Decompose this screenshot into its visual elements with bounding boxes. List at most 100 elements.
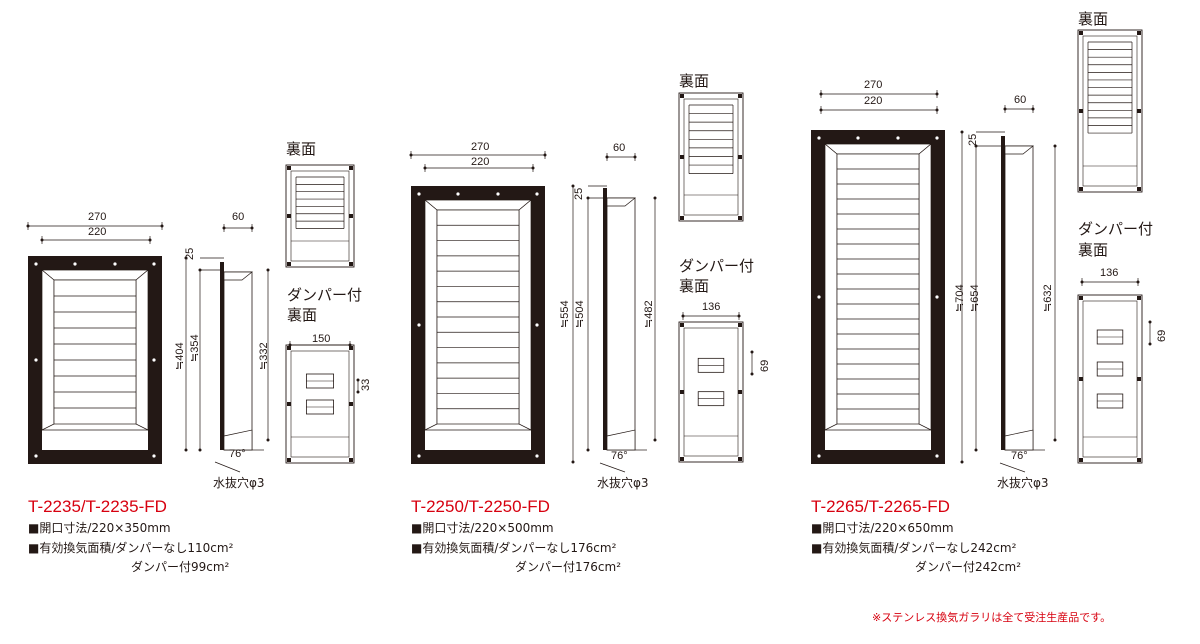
model-name-2: T-2250/T-2250-FD <box>411 497 550 516</box>
back-inner-1 <box>290 170 350 262</box>
screw-hole-2 <box>417 454 421 458</box>
dim-line-depth-1-end <box>222 226 226 230</box>
back-bolt-1 <box>349 346 353 350</box>
dim-line-damper-h-3-end <box>1148 342 1152 346</box>
dim-height-body-3: ≒632 <box>1042 284 1054 312</box>
leader-drain-3 <box>999 462 1026 473</box>
back-bolt-1 <box>287 214 291 218</box>
dim-line-h1-2-end <box>571 460 575 464</box>
back-bolt-2 <box>680 94 684 98</box>
angle-label-2: 76° <box>611 450 628 462</box>
bevel-right-2 <box>518 199 532 431</box>
damper-label-1b: 裏面 <box>287 306 318 324</box>
damper-width-2: 136 <box>702 301 721 313</box>
damper-back-view-3 <box>1077 294 1143 464</box>
dim-outer-width-2: 270 <box>471 141 490 153</box>
dim-inner-width-2: 220 <box>471 156 490 168</box>
back-bolt-1 <box>287 346 291 350</box>
spec-opening-1: ■開口寸法/220×350mm <box>28 521 171 535</box>
dim-line-damper-h-1-end <box>356 390 360 394</box>
screw-hole-3 <box>935 295 939 299</box>
dim-line-h2-3-end <box>974 448 978 452</box>
back-bolt-3 <box>1079 31 1083 35</box>
dim-line-damper-h-2-end <box>750 350 754 354</box>
dim-line-depth-3-end <box>1031 107 1035 111</box>
bevel-top-2 <box>424 199 532 211</box>
dim-inner-width-1: 220 <box>88 226 107 238</box>
dim-line-damper-w-3-end <box>1136 280 1140 284</box>
drain-label-3: 水抜穴φ3 <box>997 476 1049 490</box>
back-bolt-2 <box>738 216 742 220</box>
dim-line-inner-w-2-end <box>531 166 535 170</box>
bevel-left-3 <box>824 143 838 431</box>
model-name-1: T-2235/T-2235-FD <box>28 497 167 516</box>
dim-line-h3-1-end <box>266 268 270 272</box>
dim-inner-width-3: 220 <box>864 95 883 107</box>
back-bolt-1 <box>287 262 291 266</box>
dim-line-depth-2-end <box>633 155 637 159</box>
dim-line-outer-w-3-end <box>935 92 939 96</box>
damper-label-2a: ダンパー付 <box>679 257 755 275</box>
spec-opening-2: ■開口寸法/220×500mm <box>411 521 554 535</box>
dim-line-damper-w-2-end <box>681 314 685 318</box>
screw-hole-1 <box>34 262 38 266</box>
screw-hole-2 <box>535 323 539 327</box>
dim-depth-2: 60 <box>613 142 626 154</box>
back-inner-3 <box>1082 35 1138 187</box>
dim-height-body-1: ≒332 <box>258 342 270 370</box>
dim-line-depth-1-end <box>250 226 254 230</box>
dim-line-h1-1-end <box>184 256 188 260</box>
footnote: ※ステンレス換気ガラリは全て受注生産品です。 <box>872 611 1112 624</box>
dim-line-h1-3-end <box>960 130 964 134</box>
screw-hole-1 <box>152 358 156 362</box>
drain-label-1: 水抜穴φ3 <box>213 476 265 490</box>
back-bolt-3 <box>1137 109 1141 113</box>
screw-hole-1 <box>34 454 38 458</box>
damper-back-view-1 <box>285 344 355 464</box>
dim-line-depth-2-end <box>605 155 609 159</box>
angle-label-1: 76° <box>229 448 246 460</box>
damper-label-2b: 裏面 <box>679 277 710 295</box>
dim-height-outer-2: ≒554 <box>559 300 571 328</box>
screw-hole-2 <box>456 192 460 196</box>
screw-hole-2 <box>496 192 500 196</box>
bevel-top-1 <box>41 269 149 281</box>
back-bolt-3 <box>1079 109 1083 113</box>
back-bolt-3 <box>1137 187 1141 191</box>
spec-area-1: ■有効換気面積/ダンパーなし110cm² <box>28 541 234 555</box>
dim-line-inner-w-2-end <box>423 166 427 170</box>
back-bolt-3 <box>1137 458 1141 462</box>
dim-line-h1-3-end <box>960 460 964 464</box>
back-bolt-3 <box>1079 377 1083 381</box>
spec-area-damper-1: ダンパー付99cm² <box>131 560 230 574</box>
dim-height-body-2: ≒482 <box>643 300 655 328</box>
screw-hole-1 <box>34 358 38 362</box>
back-bolt-2 <box>738 94 742 98</box>
back-label-3: 裏面 <box>1078 10 1109 28</box>
louver-area-1 <box>53 279 137 425</box>
dim-line-inner-w-1-end <box>148 238 152 242</box>
dim-top-2: 25 <box>573 187 585 200</box>
back-bolt-2 <box>738 457 742 461</box>
screw-hole-3 <box>817 136 821 140</box>
dim-line-h3-2-end <box>653 438 657 442</box>
back-bolt-1 <box>349 166 353 170</box>
back-bolt-3 <box>1137 31 1141 35</box>
back-bolt-1 <box>287 402 291 406</box>
dim-line-inner-w-3-end <box>819 108 823 112</box>
screw-hole-1 <box>152 454 156 458</box>
dim-line-h3-3-end <box>1053 438 1057 442</box>
back-inner-3 <box>1082 300 1138 458</box>
spec-area-damper-2: ダンパー付176cm² <box>515 560 622 574</box>
screw-hole-2 <box>417 323 421 327</box>
side-view-3 <box>1001 136 1045 451</box>
drain-label-2: 水抜穴φ3 <box>597 476 649 490</box>
bevel-left-1 <box>41 269 55 431</box>
dim-depth-3: 60 <box>1014 94 1027 106</box>
side-flange-2 <box>603 188 607 450</box>
leader-drain-1 <box>214 461 241 473</box>
angle-label-3: 76° <box>1011 450 1028 462</box>
back-label-2: 裏面 <box>679 72 710 90</box>
screw-hole-3 <box>817 454 821 458</box>
